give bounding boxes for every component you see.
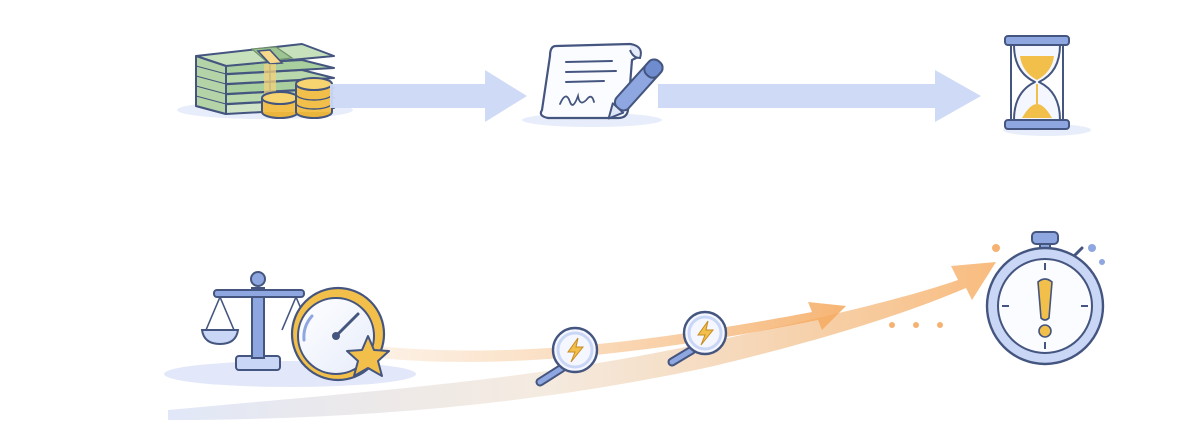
stopwatch-alert-icon <box>985 231 1105 366</box>
signed-contract-pen-icon <box>522 42 664 127</box>
speed-gauge-star-icon <box>290 286 390 382</box>
magnifier-lightning-icon <box>667 310 728 367</box>
money-stack-coins-icon <box>177 43 353 119</box>
magnifier-lightning-icon <box>535 326 599 387</box>
coin-stack-icon <box>261 77 333 119</box>
balance-scale-icon <box>200 271 311 371</box>
arrow-right-icon <box>330 70 527 122</box>
arrow-right-icon <box>658 70 981 122</box>
hourglass-icon <box>1003 35 1091 136</box>
